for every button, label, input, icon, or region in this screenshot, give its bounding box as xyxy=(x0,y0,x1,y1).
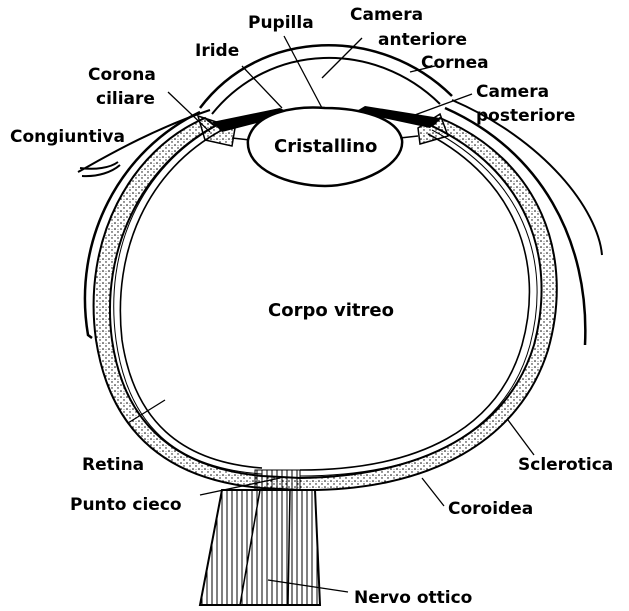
label-sclerotica: Sclerotica xyxy=(518,455,613,475)
label-pupilla: Pupilla xyxy=(248,13,314,33)
label-punto-cieco: Punto cieco xyxy=(70,495,182,515)
iride-leader xyxy=(242,66,282,108)
label-retina: Retina xyxy=(82,455,144,475)
conjunctiva-fold xyxy=(80,162,118,169)
sclerotica-leader xyxy=(508,420,534,455)
label-camera-posteriore-line1: Camera xyxy=(476,82,549,102)
label-corona-ciliare-line1: Corona xyxy=(88,65,156,85)
label-congiuntiva: Congiuntiva xyxy=(10,127,125,147)
label-coroidea: Coroidea xyxy=(448,499,533,519)
label-corona-ciliare-line2: ciliare xyxy=(96,89,155,109)
label-corpo-vitreo: Corpo vitreo xyxy=(268,300,394,321)
label-cristallino: Cristallino xyxy=(274,136,377,157)
label-cornea: Cornea xyxy=(421,53,489,73)
optic-nerve xyxy=(200,490,320,605)
coroidea-leader xyxy=(422,478,444,506)
label-camera-anteriore-line1: Camera xyxy=(350,5,423,25)
label-iride: Iride xyxy=(195,41,239,61)
label-nervo-ottico: Nervo ottico xyxy=(354,588,472,608)
label-camera-anteriore-line2: anteriore xyxy=(378,30,467,50)
label-camera-posteriore-line2: posteriore xyxy=(476,106,575,126)
optic-disc xyxy=(255,470,300,490)
